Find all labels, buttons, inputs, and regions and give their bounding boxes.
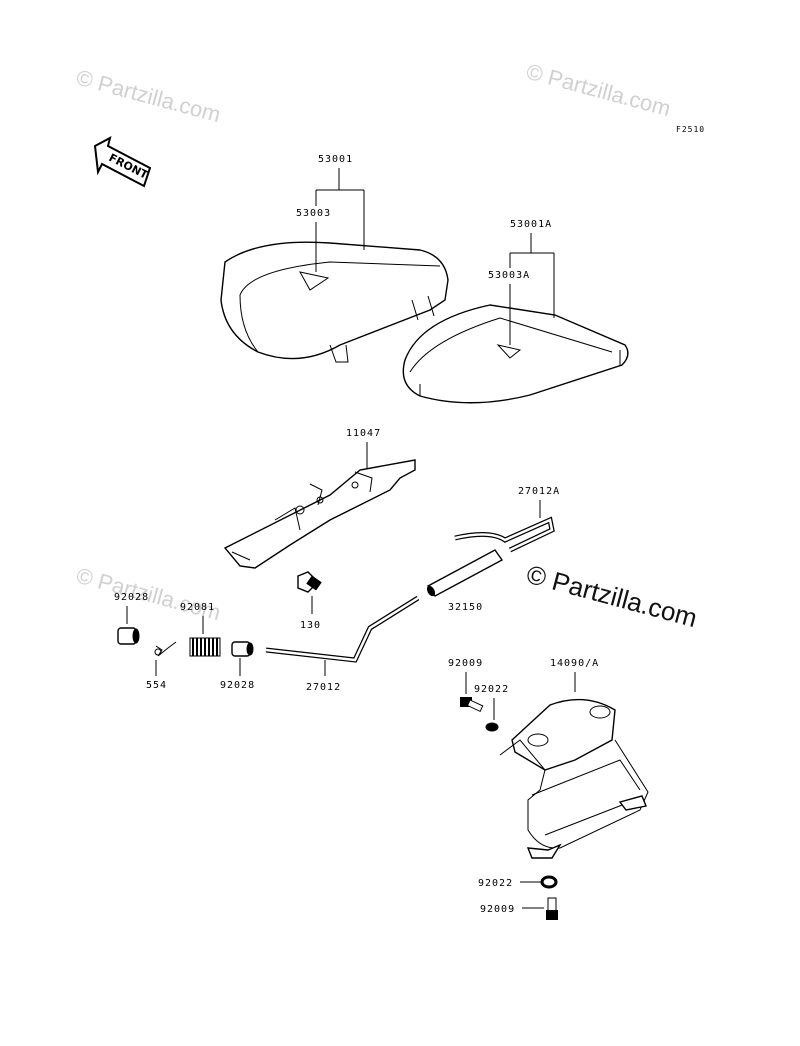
washer-92022-lower (540, 875, 558, 889)
part-label-92009-top: 92009 (448, 658, 483, 669)
part-label-27012A: 27012A (518, 486, 560, 497)
watermark-mid-right: © Partzilla.com (523, 559, 700, 633)
part-label-32150: 32150 (448, 602, 483, 613)
bolt-130 (297, 571, 322, 593)
bolt-92009-lower (546, 897, 558, 920)
part-label-92009-bottom: 92009 (480, 904, 515, 915)
figure-code: F2510 (676, 125, 705, 134)
part-label-92028-top: 92028 (114, 592, 149, 603)
part-label-130: 130 (300, 620, 321, 631)
clip-554 (154, 641, 177, 657)
part-label-53001A: 53001A (510, 219, 552, 230)
part-label-92022-bottom: 92022 (478, 878, 513, 889)
part-label-92081: 92081 (180, 602, 215, 613)
front-arrow-icon: FRONT (93, 136, 152, 188)
part-label-53003: 53003 (296, 208, 331, 219)
tube-32150 (426, 549, 504, 597)
collar-92028-right (231, 641, 254, 657)
spring-92081 (189, 637, 221, 657)
part-label-92028-bottom: 92028 (220, 680, 255, 691)
watermark-top-right: © Partzilla.com (524, 59, 674, 122)
rider-seat-53001 (220, 241, 449, 363)
part-label-554: 554 (146, 680, 167, 691)
part-label-53001: 53001 (318, 154, 353, 165)
part-label-92022-top: 92022 (474, 684, 509, 695)
collar-92028-left (117, 627, 140, 645)
part-label-27012: 27012 (306, 682, 341, 693)
grab-bar-14090 (499, 698, 649, 859)
part-label-14090: 14090/A (550, 658, 599, 669)
bolt-92009-upper (460, 697, 484, 713)
passenger-seat-53001A (402, 304, 629, 404)
part-label-53003A: 53003A (488, 270, 530, 281)
part-label-11047: 11047 (346, 428, 381, 439)
watermark-top-left: © Partzilla.com (74, 65, 224, 128)
washer-92022-upper (485, 722, 499, 732)
seat-bracket-11047 (223, 459, 416, 569)
lock-rod-27012 (265, 595, 420, 663)
